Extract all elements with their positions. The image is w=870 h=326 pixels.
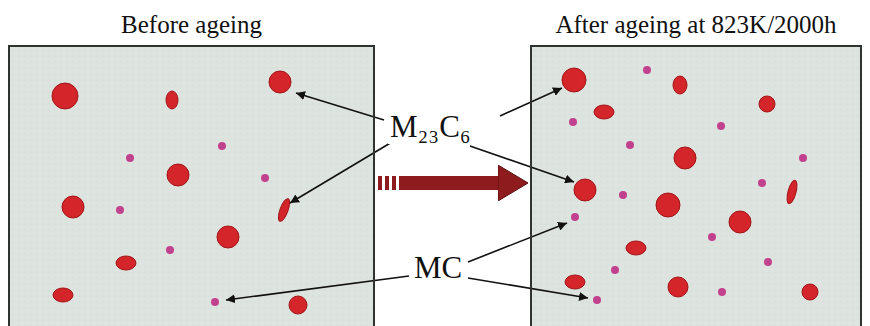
carbide-label: M₂₃C₆ [388,110,473,144]
panel-title: Before ageing [10,11,373,39]
leader-lines [226,88,588,300]
micrograph-panel: Before ageing [8,45,375,326]
m23c6-particles [52,68,818,314]
mc-particles [116,66,807,306]
carbide-label: MC [412,251,464,285]
panel-title: After ageing at 823K/2000h [532,11,860,39]
panel-ground [530,45,862,326]
micrograph-panel: After ageing at 823K/2000h [530,45,862,326]
ageing-arrow [378,176,498,190]
